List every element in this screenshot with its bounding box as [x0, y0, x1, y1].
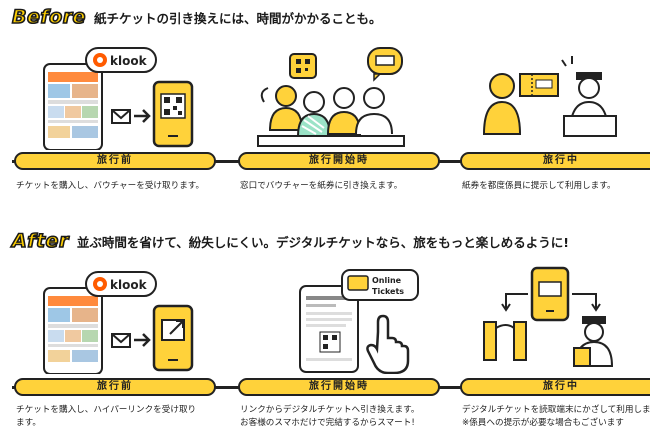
after-step3-desc-line2: ※係員への提示が必要な場合もございます: [462, 418, 624, 428]
svg-text:Online: Online: [372, 276, 402, 285]
after-headline: 並ぶ時間を省けて、紛失しにくい。デジタルチケットなら、旅をもっと楽しめるように!: [76, 234, 569, 250]
before-heading: Before 紙チケットの引き換えには、時間がかかることも。: [11, 5, 382, 29]
before-step1-label: 旅行前: [14, 152, 216, 170]
after-step2-desc-line2: お客様のスマホだけで完結するからスマート!: [240, 418, 415, 428]
before-step3-desc: 紙券を都度係員に提示して利用します。: [462, 181, 616, 191]
after-step2-desc: リンクからデジタルチケットへ引き換えます。 お客様のスマホだけで完結するからスマ…: [240, 404, 445, 430]
arrow-right-icon: [134, 333, 151, 347]
qr-phone-icon: [152, 80, 194, 148]
after-step2-label: 旅行開始時: [238, 378, 440, 396]
after-step2-desc-line1: リンクからデジタルチケットへ引き換えます。: [240, 405, 420, 415]
svg-text:Tickets: Tickets: [372, 287, 404, 296]
paper-ticket-icon: [519, 73, 559, 97]
after-step3-illustration: [483, 266, 614, 367]
after-step3-desc: デジタルチケットを読取端末にかざして利用します。 ※係員への提示が必要な場合もご…: [462, 404, 650, 430]
qr-bubble-icon: [289, 53, 317, 79]
tap-hand-icon: [366, 314, 410, 374]
before-step3-illustration: [482, 56, 617, 137]
after-tag: After: [11, 229, 69, 253]
ticket-phone-icon: [530, 266, 570, 322]
link-phone-icon: [152, 304, 194, 372]
split-arrow-icon: [501, 293, 601, 312]
envelope-icon: [111, 109, 131, 124]
svg-text:klook: klook: [110, 54, 148, 68]
digital-ticket-phone-icon: [299, 285, 359, 373]
before-step3-label: 旅行中: [460, 152, 650, 170]
before-step2-label: 旅行開始時: [238, 152, 440, 170]
before-tag: Before: [11, 5, 86, 29]
person-icon: [482, 73, 522, 135]
before-step2-illustration: [257, 47, 405, 147]
staff-icon: [573, 316, 614, 367]
after-step3-desc-line1: デジタルチケットを読取端末にかざして利用します。: [462, 405, 650, 415]
online-tickets-badge-icon: Online Tickets: [341, 269, 419, 301]
ticket-bubble-icon: [367, 47, 403, 82]
after-step1-desc-line2: ます。: [16, 418, 41, 428]
after-step2-illustration: Online Tickets: [299, 269, 419, 374]
after-step3-label: 旅行中: [460, 378, 650, 396]
after-step1-label: 旅行前: [14, 378, 216, 396]
klook-logo-icon: klook: [85, 47, 157, 73]
klook-logo-icon: klook: [85, 271, 157, 297]
after-step1-desc: チケットを購入し、ハイパーリンクを受け取り ます。: [16, 404, 221, 430]
after-heading: After 並ぶ時間を省けて、紛失しにくい。デジタルチケットなら、旅をもっと楽し…: [11, 229, 569, 253]
svg-text:klook: klook: [110, 278, 148, 292]
counter-icon: [257, 135, 405, 147]
before-step1-desc: チケットを購入し、バウチャーを受け取ります。: [16, 181, 205, 191]
after-step1-desc-line1: チケットを購入し、ハイパーリンクを受け取り: [16, 405, 197, 415]
before-headline: 紙チケットの引き換えには、時間がかかることも。: [93, 10, 382, 26]
after-step1-illustration: klook: [43, 271, 194, 374]
arrow-right-icon: [134, 109, 151, 123]
envelope-icon: [111, 333, 131, 348]
staff-icon: [561, 56, 617, 137]
person-queue-icon: [260, 85, 393, 137]
ticket-gate-icon: [483, 321, 527, 361]
before-step2-desc: 窓口でバウチャーを紙券に引き換えます。: [240, 181, 403, 191]
before-step1-illustration: klook: [43, 47, 194, 150]
